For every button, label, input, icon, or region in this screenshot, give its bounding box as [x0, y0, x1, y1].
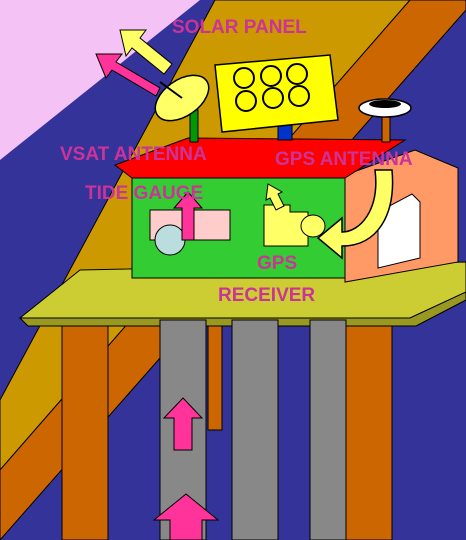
- vsat-antenna-label: VSAT ANTENNA: [60, 144, 207, 165]
- gps-antenna-label: GPS ANTENNA: [275, 149, 413, 170]
- vsat-feed: [159, 81, 183, 99]
- inflow-arrow: [152, 493, 220, 540]
- gps-receiver-unit: [263, 204, 309, 247]
- pipe-right: [309, 319, 347, 540]
- tide-gauge-arrow: [172, 191, 204, 241]
- gps-receiver-label-line2: RECEIVER: [218, 285, 315, 306]
- pipe-middle: [231, 319, 279, 540]
- solar-cells: [233, 63, 310, 112]
- gps-antenna-top: [369, 100, 401, 108]
- platform-edge: [18, 291, 466, 327]
- vsat-uplink-arrow-pink: [95, 53, 161, 97]
- header-fragment: SECTION: [100, 0, 358, 9]
- gps-receiver-label-line1: GPS: [257, 253, 297, 274]
- gps-signal-arrow: [316, 169, 394, 260]
- wall-panel: [0, 0, 200, 160]
- pillar-left: [61, 325, 109, 540]
- pillar-right: [345, 325, 393, 540]
- gps-receiver-knob: [300, 214, 326, 238]
- pillar-center: [207, 325, 223, 431]
- tide-gauge-label: TIDE GAUGE: [85, 183, 203, 204]
- tide-gauge-float: [154, 224, 186, 256]
- roof: [113, 137, 407, 179]
- solar-panel-label: SOLAR PANEL: [172, 17, 307, 38]
- vsat-mast: [189, 109, 199, 143]
- gps-antenna-mast: [381, 113, 391, 143]
- gps-receiver-arrow: [265, 183, 285, 211]
- water-level-arrow: [162, 397, 204, 451]
- vsat-uplink-arrow-yellow: [119, 29, 173, 75]
